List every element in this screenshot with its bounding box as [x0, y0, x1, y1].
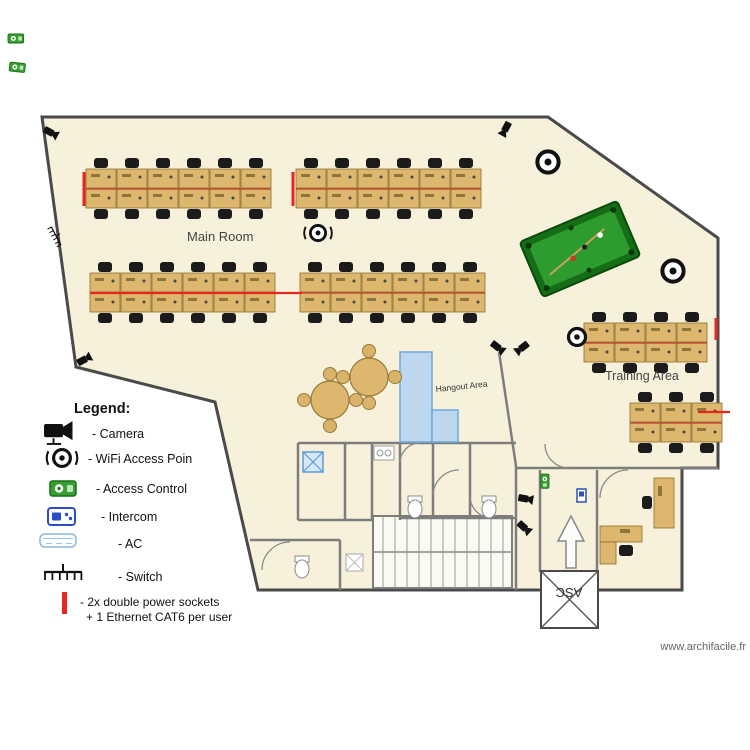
toilet-icon — [407, 495, 423, 519]
power-socket-markers — [82, 172, 730, 414]
up-arrow — [556, 514, 586, 569]
main-room-label: Main Room — [187, 229, 253, 244]
desk-cluster-main-2 — [296, 158, 481, 219]
door-arcs — [261, 442, 629, 571]
switch-icon — [42, 562, 84, 582]
power-icon — [62, 592, 67, 614]
wifi-access-point-icon — [566, 326, 588, 348]
access-control-icon — [49, 480, 77, 497]
toilet-icon — [294, 555, 310, 579]
door-arc — [544, 443, 570, 469]
sink-unit — [373, 445, 395, 461]
elevator-label: ASC — [556, 585, 583, 600]
round-table-2 — [336, 344, 402, 410]
shower-box — [345, 553, 364, 572]
legend-title: Legend: — [74, 401, 130, 417]
ac-unit-icon — [302, 451, 324, 473]
wifi-access-point-icon — [535, 149, 561, 175]
intercom-icon — [576, 488, 587, 503]
staircase — [372, 515, 513, 589]
legend-power-label-2: + 1 Ethernet CAT6 per user — [86, 610, 232, 624]
interior-walls — [250, 351, 718, 590]
round-table-1 — [297, 367, 363, 433]
wifi-access-point-icon — [660, 258, 686, 284]
door-arc — [399, 442, 421, 464]
legend-access-label: - Access Control — [96, 482, 187, 496]
desk-cluster-training-2 — [630, 392, 722, 453]
legend: Legend: - Camera - WiFi Access Poin - Ac… — [39, 401, 232, 624]
hangout-couch — [399, 351, 459, 443]
access-control-icon — [7, 33, 25, 44]
intercom-icon — [47, 507, 76, 526]
toilet-icon — [481, 495, 497, 519]
legend-switch-label: - Switch — [118, 570, 163, 584]
door-arc — [261, 541, 291, 571]
access-control-icon — [540, 473, 550, 489]
wifi-access-point-icon — [45, 448, 79, 468]
ac-icon — [39, 533, 77, 548]
watermark: www.archifacile.fr — [659, 641, 746, 653]
door-arc — [599, 469, 629, 499]
desk-cluster-training-1 — [584, 312, 707, 373]
desk-cluster-main-4 — [300, 262, 485, 323]
desk-cluster-main-1 — [86, 158, 271, 219]
pool-table — [519, 200, 641, 298]
legend-power-label-1: - 2x double power sockets — [80, 595, 219, 609]
camera-icon — [44, 421, 73, 445]
elevator-asc: ASC — [540, 570, 599, 629]
access-control-icon — [8, 61, 26, 74]
legend-ac-label: - AC — [118, 537, 142, 551]
legend-wifi-label: - WiFi Access Poin — [88, 452, 192, 466]
door-arc — [432, 469, 460, 497]
legend-intercom-label: - Intercom — [101, 510, 157, 524]
legend-camera-label: - Camera — [92, 427, 144, 441]
training-area-label: Training Area — [605, 369, 679, 383]
office-desks — [599, 477, 675, 565]
